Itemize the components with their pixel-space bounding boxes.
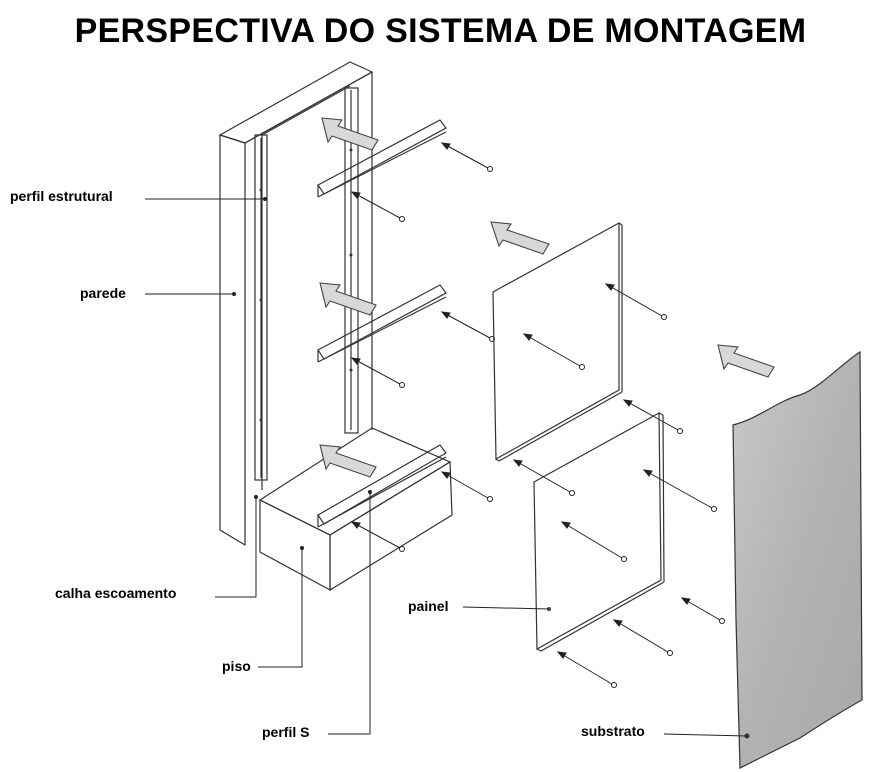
label-parede: parede xyxy=(80,285,126,301)
screw-arrows-upper-panel xyxy=(512,283,683,496)
label-painel: painel xyxy=(408,598,448,614)
screw-arrows-lower-panel xyxy=(556,469,725,688)
substrate-sheet xyxy=(732,350,863,769)
label-substrato: substrato xyxy=(581,723,645,739)
vertical-profile-right xyxy=(344,87,359,434)
wall-frame xyxy=(218,61,374,547)
panel-upper xyxy=(492,221,623,462)
leader-lines xyxy=(145,197,748,737)
floor-block xyxy=(258,427,453,592)
panel-lower xyxy=(533,411,665,652)
label-perfil-s: perfil S xyxy=(262,724,309,740)
label-perfil-estrutural: perfil estrutural xyxy=(10,188,113,204)
arrow-icon xyxy=(319,117,775,478)
screw-arrows xyxy=(350,142,495,552)
horizontal-rail-middle xyxy=(317,284,447,363)
label-calha-escoamento: calha escoamento xyxy=(55,585,176,601)
horizontal-rail-top xyxy=(317,119,447,198)
diagram-title: PERSPECTIVA DO SISTEMA DE MONTAGEM xyxy=(74,12,807,50)
vertical-profile-left xyxy=(254,134,268,481)
label-piso: piso xyxy=(222,658,251,674)
